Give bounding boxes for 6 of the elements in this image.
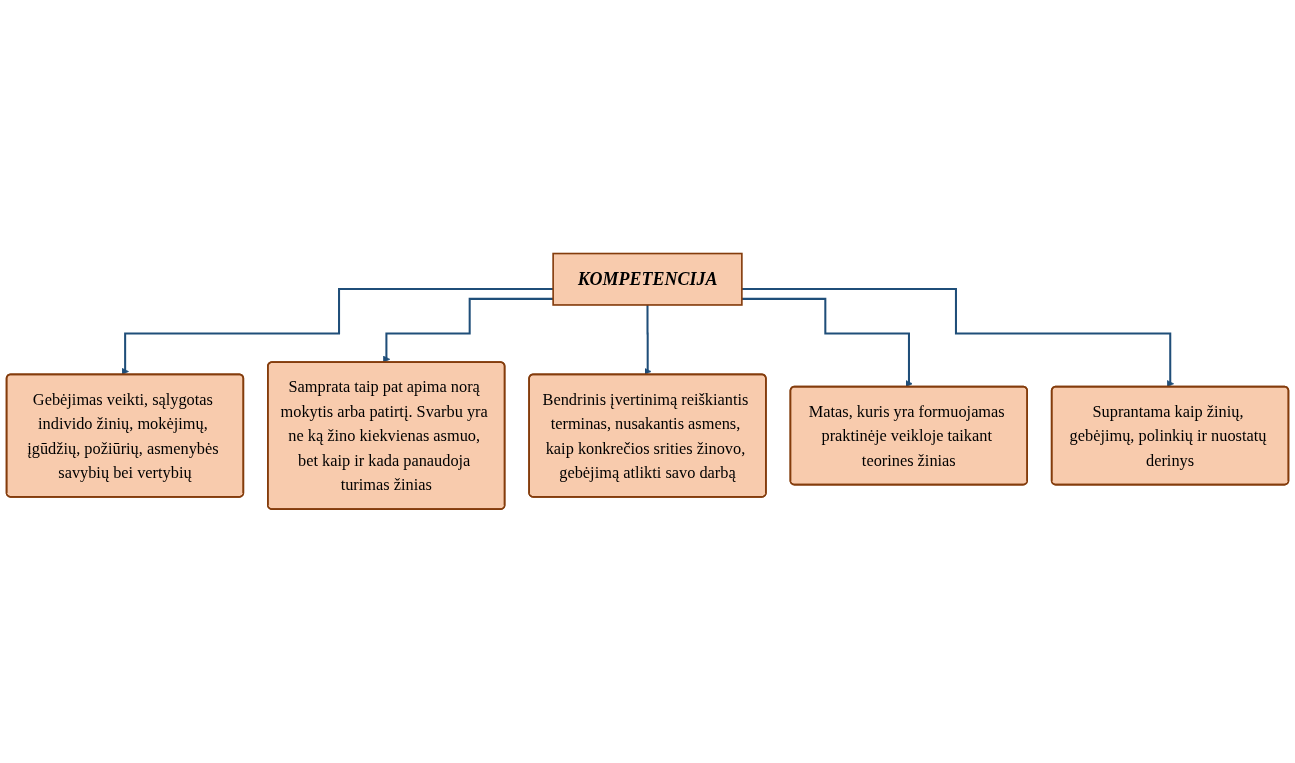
arrow <box>741 288 1175 388</box>
arrow <box>121 288 554 376</box>
arrow <box>644 304 652 376</box>
arrow <box>741 298 913 388</box>
node-box: KOMPETENCIJA <box>552 252 743 306</box>
arrow <box>383 298 554 364</box>
